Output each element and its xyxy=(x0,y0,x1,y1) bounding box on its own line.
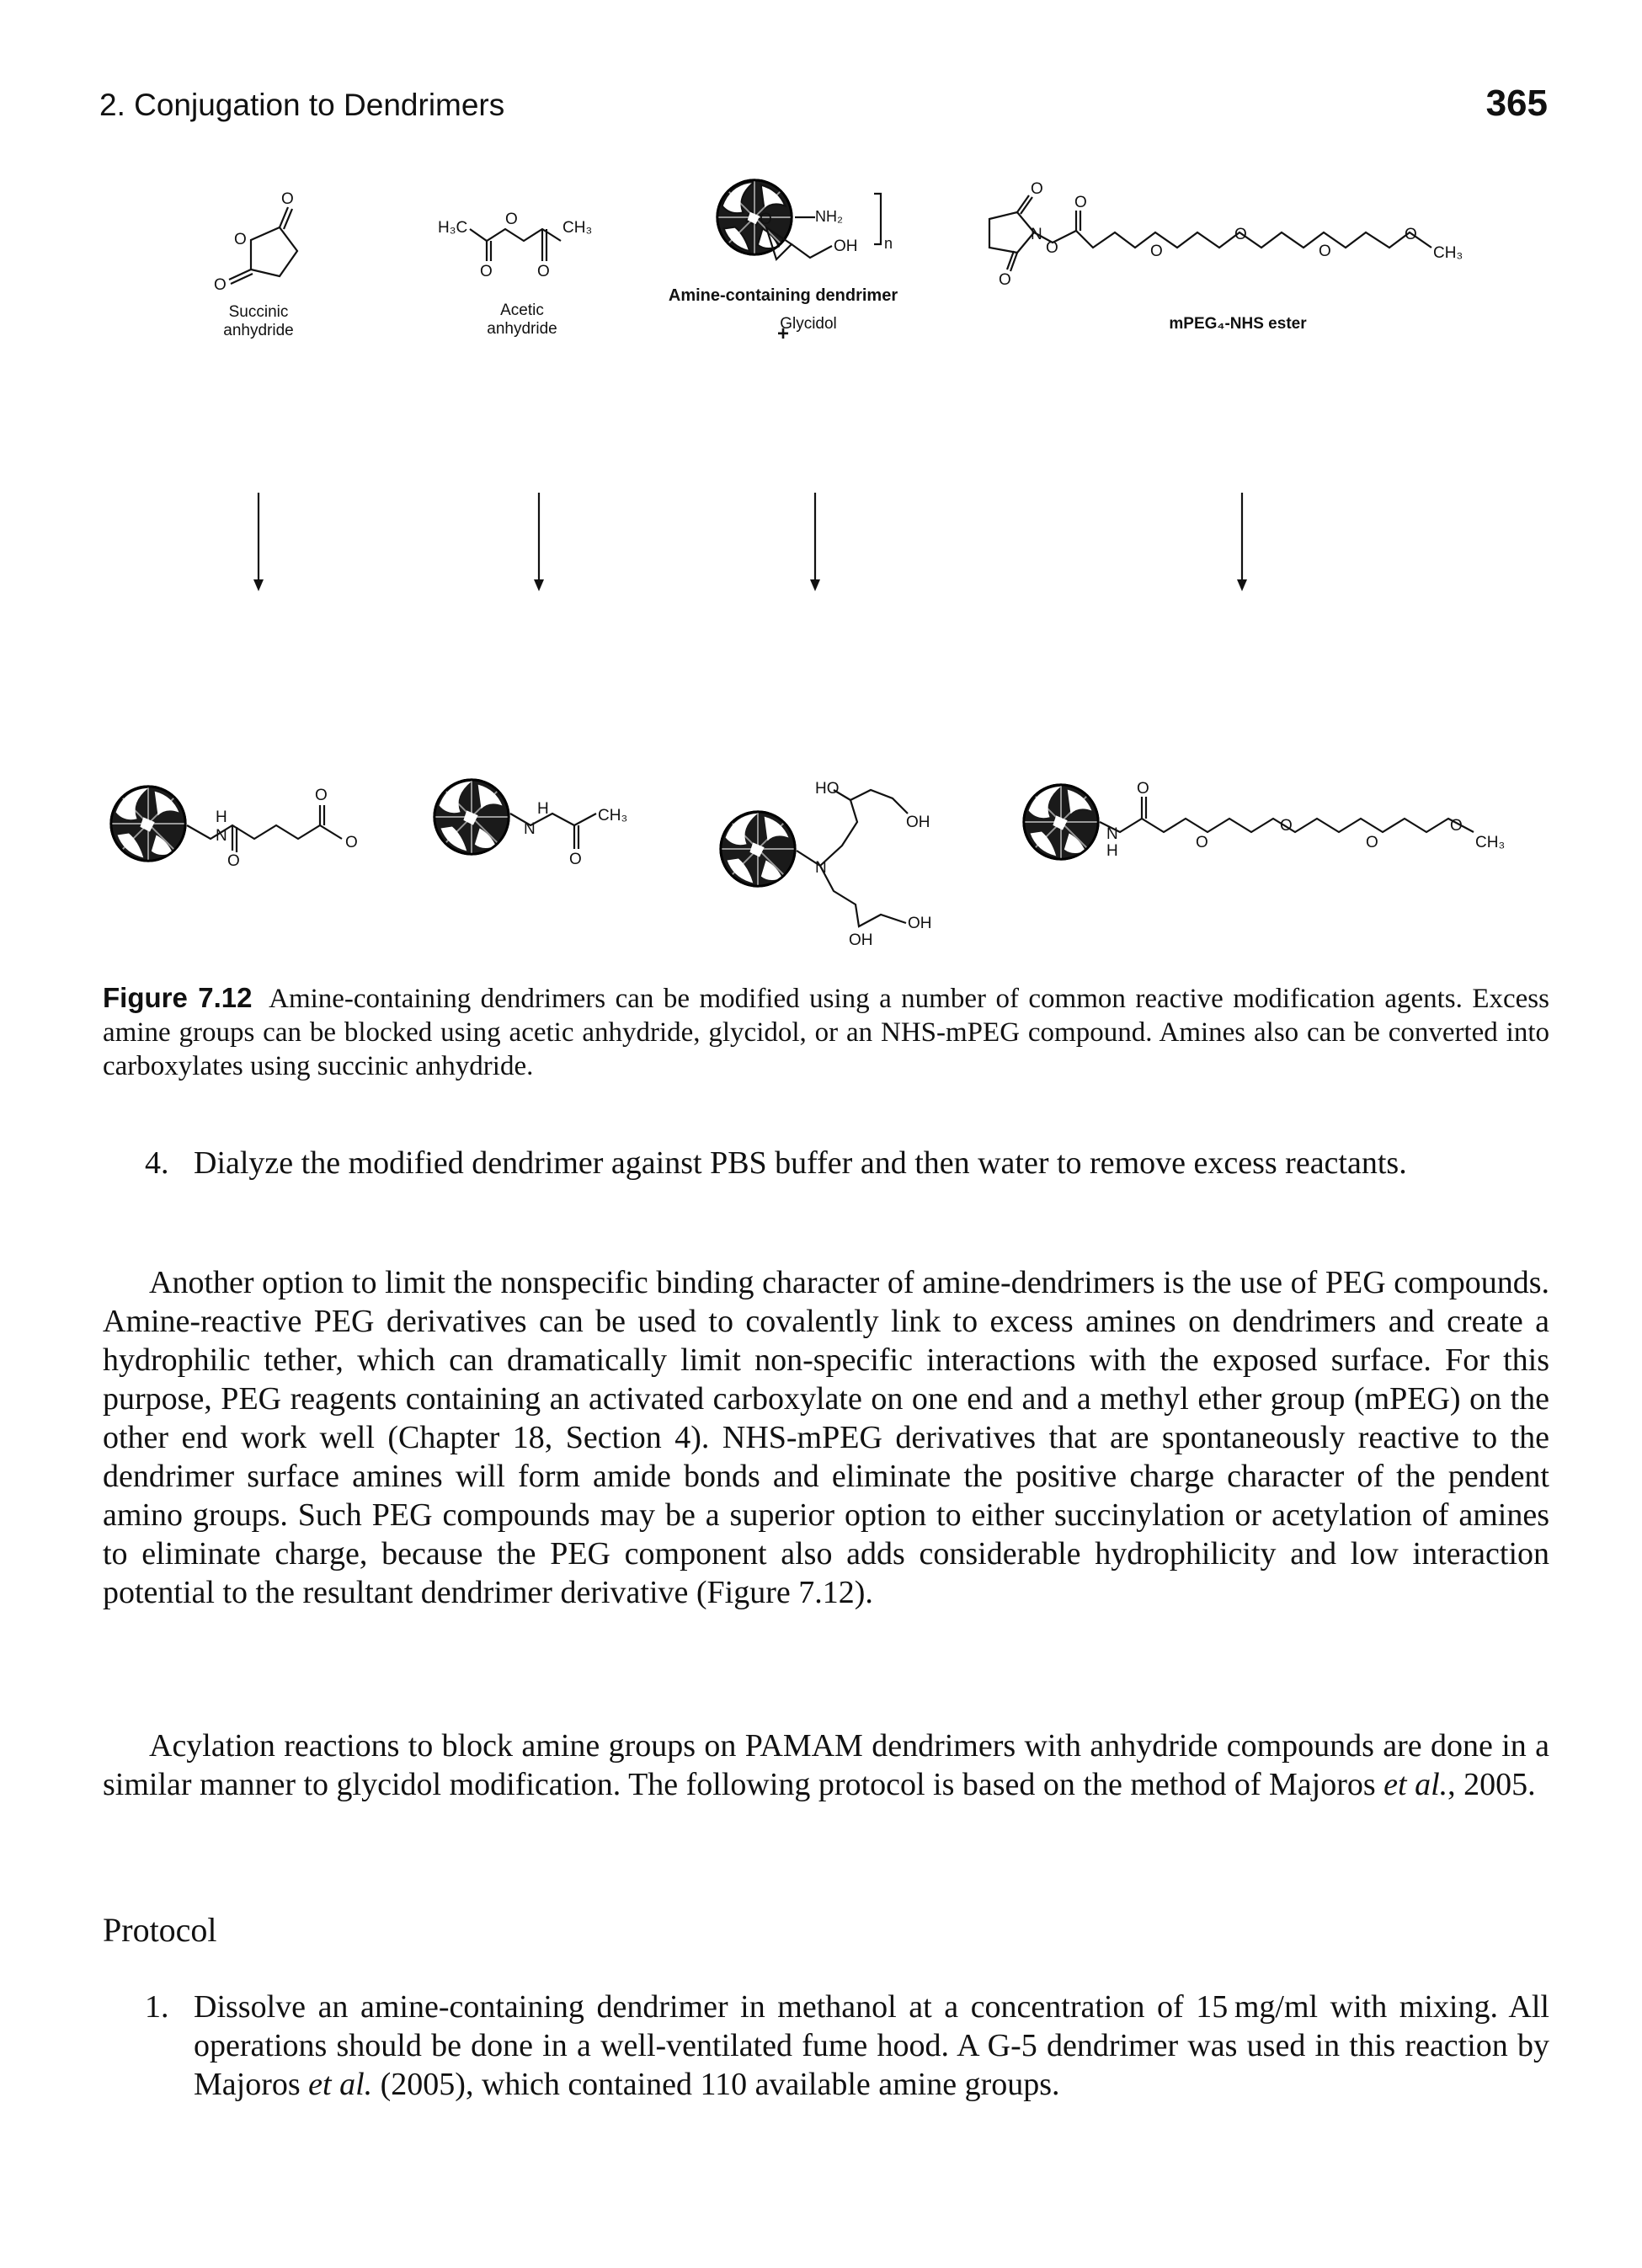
atom-o-11: O xyxy=(999,271,1011,289)
atom-o-4: O xyxy=(505,211,518,228)
atom-o-15: O xyxy=(1405,226,1417,243)
mpeg-nhs-ester-label: mPEG₄-NHS ester xyxy=(1169,315,1307,333)
atom-h-1: H xyxy=(216,808,227,826)
atom-o-23: O xyxy=(1366,834,1378,851)
atom-o-5: O xyxy=(480,263,493,280)
atom-o-3: O xyxy=(214,276,227,294)
glycidol-label: Glycidol xyxy=(780,315,837,333)
running-head: 2. Conjugation to Dendrimers xyxy=(99,88,505,122)
atom-o-1: O xyxy=(281,190,294,208)
atom-o-24: O xyxy=(1450,817,1463,835)
atom-o-2: O xyxy=(234,231,247,248)
figure-7-12: NH₂ n Amine-containing dendrimer + O O O… xyxy=(93,160,1558,969)
atom-o-18: O xyxy=(345,834,358,851)
succinylated-dendrimer-icon xyxy=(109,785,187,862)
step-1: 1. Dissolve an amine-containing dendrime… xyxy=(145,1988,1549,2104)
atom-o-12: O xyxy=(1150,243,1163,260)
atom-h-3: H xyxy=(1106,842,1118,860)
atom-o-6: O xyxy=(537,263,550,280)
protocol-heading: Protocol xyxy=(103,1911,217,1949)
atom-o-21: O xyxy=(1196,834,1208,851)
atom-o-20: O xyxy=(1137,780,1149,798)
caption-text: Amine-containing dendrimers can be modif… xyxy=(103,984,1549,1081)
atom-n-3: N xyxy=(524,820,536,838)
atom-n-1: N xyxy=(1031,226,1042,243)
atom-o-7: O xyxy=(760,211,772,228)
ch3-label-4: CH₃ xyxy=(1475,834,1506,851)
atom-n-2: N xyxy=(216,827,227,845)
plus-sign: + xyxy=(776,323,789,345)
step-1-text: Dissolve an amine-containing dendrimer i… xyxy=(194,1989,1549,2102)
atom-o-16: O xyxy=(227,852,240,870)
oh-label-2: OH xyxy=(906,814,930,831)
oh-label-4: OH xyxy=(849,931,873,949)
step-4-text: Dialyze the modified dendrimer against P… xyxy=(194,1145,1407,1181)
amine-dendrimer-label: Amine-containing dendrimer xyxy=(668,286,898,305)
step-1-number: 1. xyxy=(145,1989,169,2025)
atom-o-17: O xyxy=(315,787,328,804)
page-number: 365 xyxy=(1485,83,1548,124)
h3c-label: H₃C xyxy=(438,219,468,237)
atom-o-8: O xyxy=(1031,180,1043,198)
oh-label-1: OH xyxy=(834,237,858,255)
atom-n-4: N xyxy=(815,859,827,877)
acetylated-dendrimer-icon xyxy=(433,778,510,856)
atom-o-10: O xyxy=(1046,239,1058,257)
ho-label: HO xyxy=(815,780,840,798)
ch3-label-2: CH₃ xyxy=(1433,244,1463,262)
reaction-scheme xyxy=(109,179,1474,928)
nh2-atom-label: NH₂ xyxy=(815,208,843,225)
pegylated-dendrimer-icon xyxy=(1022,783,1100,861)
atom-h-2: H xyxy=(537,800,549,818)
figure-caption: Figure 7.12 Amine-containing dendrimers … xyxy=(103,981,1549,1083)
atom-o-13: O xyxy=(1234,226,1247,243)
amine-dendrimer-icon xyxy=(716,179,793,256)
atom-o-22: O xyxy=(1280,817,1293,835)
step-4: 4. Dialyze the modified dendrimer agains… xyxy=(145,1144,1549,1182)
paragraph-acylation: Acylation reactions to block amine group… xyxy=(103,1728,1549,1802)
ch3-label-1: CH₃ xyxy=(562,219,593,237)
paragraph-peg: Another option to limit the nonspecific … xyxy=(103,1265,1549,1610)
ch3-label-3: CH₃ xyxy=(598,807,628,824)
atom-o-19: O xyxy=(569,851,582,868)
atom-o-9: O xyxy=(1074,194,1087,211)
atom-o-14: O xyxy=(1319,243,1331,260)
oh-label-3: OH xyxy=(908,915,932,932)
glycidol-dendrimer-icon xyxy=(719,810,797,888)
atom-n-5: N xyxy=(1106,825,1118,843)
step-4-number: 4. xyxy=(145,1145,169,1181)
n-subscript-label: n xyxy=(884,235,893,252)
figure-label: Figure 7.12 xyxy=(103,982,253,1013)
